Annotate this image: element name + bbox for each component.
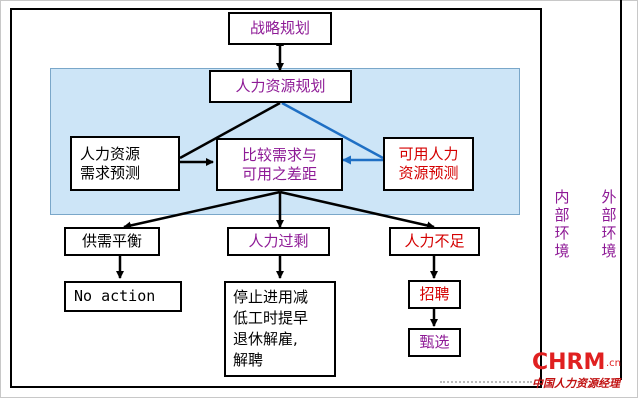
hr-planning-label: 人力资源规划	[235, 77, 326, 96]
line-hr-to-compare	[179, 101, 281, 160]
compare-gap-box: 比较需求与 可用之差距	[216, 138, 343, 191]
supply-demand-balance-label: 供需平衡	[81, 232, 142, 251]
hr-planning-box: 人力资源规划	[209, 70, 352, 103]
available-hr-line-2: 资源预测	[398, 164, 459, 182]
hr-demand-forecast-box: 人力资源 需求预测	[70, 136, 180, 191]
surplus-actions-box: 停止进用减 低工时提早 退休解雇, 解聘	[224, 281, 336, 377]
no-action-label: No action	[74, 287, 156, 306]
right-border-line	[620, 0, 622, 380]
supply-demand-balance-box: 供需平衡	[64, 227, 160, 256]
surplus-actions-line-2: 低工时提早	[233, 309, 309, 327]
hr-demand-line-1: 人力资源	[80, 144, 141, 163]
available-hr-line-1: 可用人力	[398, 145, 459, 164]
internal-environment-label: 内 部 环 境	[554, 188, 570, 260]
watermark-brand: CHRM	[532, 350, 606, 375]
surplus-actions-line-3: 退休解雇,	[233, 330, 298, 348]
select-box: 甄选	[408, 328, 461, 357]
compare-gap-line-1: 比较需求与	[241, 145, 317, 164]
select-label: 甄选	[419, 333, 450, 352]
available-hr-forecast-box: 可用人力 资源预测	[383, 137, 474, 191]
watermark-domain: .cn	[606, 358, 622, 369]
chrm-watermark: CHRM .cn 中国人力资源经理	[532, 350, 632, 390]
no-action-box: No action	[64, 281, 182, 312]
arrow-to-shortage	[279, 190, 435, 230]
recruit-box: 招聘	[408, 280, 461, 309]
hr-surplus-label: 人力过剩	[248, 232, 309, 251]
surplus-actions-line-4: 解聘	[233, 351, 264, 369]
strategic-planning-box: 战略规划	[228, 12, 332, 45]
watermark-tagline: 中国人力资源经理	[532, 377, 620, 390]
hr-demand-line-2: 需求预测	[80, 163, 141, 182]
recruit-label: 招聘	[419, 285, 450, 304]
diagram-frame	[10, 8, 542, 388]
arrow-to-balance	[123, 190, 281, 230]
hr-surplus-box: 人力过剩	[227, 227, 330, 256]
strategic-planning-label: 战略规划	[249, 19, 310, 38]
line-hr-to-available	[281, 101, 384, 160]
dotted-divider	[440, 381, 532, 386]
compare-gap-line-2: 可用之差距	[241, 164, 317, 183]
hr-shortage-label: 人力不足	[404, 232, 465, 251]
external-environment-label: 外 部 环 境	[601, 188, 617, 260]
surplus-actions-line-1: 停止进用减	[233, 288, 309, 306]
hr-shortage-box: 人力不足	[389, 227, 480, 256]
